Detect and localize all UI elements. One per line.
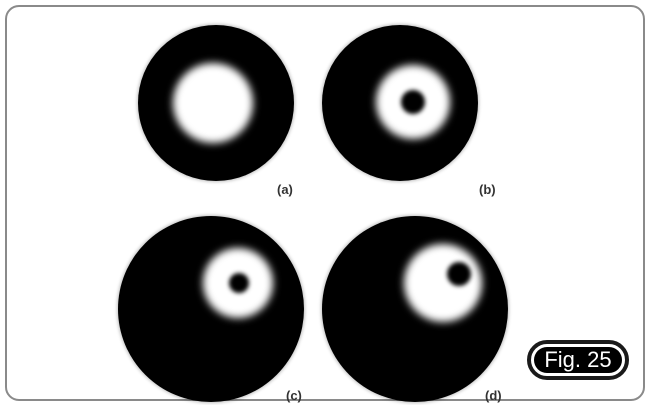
- panel-d-label: (d): [485, 388, 502, 403]
- figure-number-badge: Fig. 25: [527, 340, 629, 380]
- panel-d-light-spot: [404, 244, 482, 322]
- panel-c-disk: [118, 216, 304, 402]
- panel-d-dark-center: [447, 262, 471, 286]
- panel-b-dark-center: [401, 90, 425, 114]
- panel-a-light-spot: [173, 63, 253, 143]
- panel-b-label: (b): [479, 182, 496, 197]
- panel-a-label: (a): [277, 182, 293, 197]
- panel-c-label: (c): [286, 388, 302, 403]
- figure-number-text: Fig. 25: [534, 347, 622, 373]
- panel-c-dark-center: [229, 273, 249, 293]
